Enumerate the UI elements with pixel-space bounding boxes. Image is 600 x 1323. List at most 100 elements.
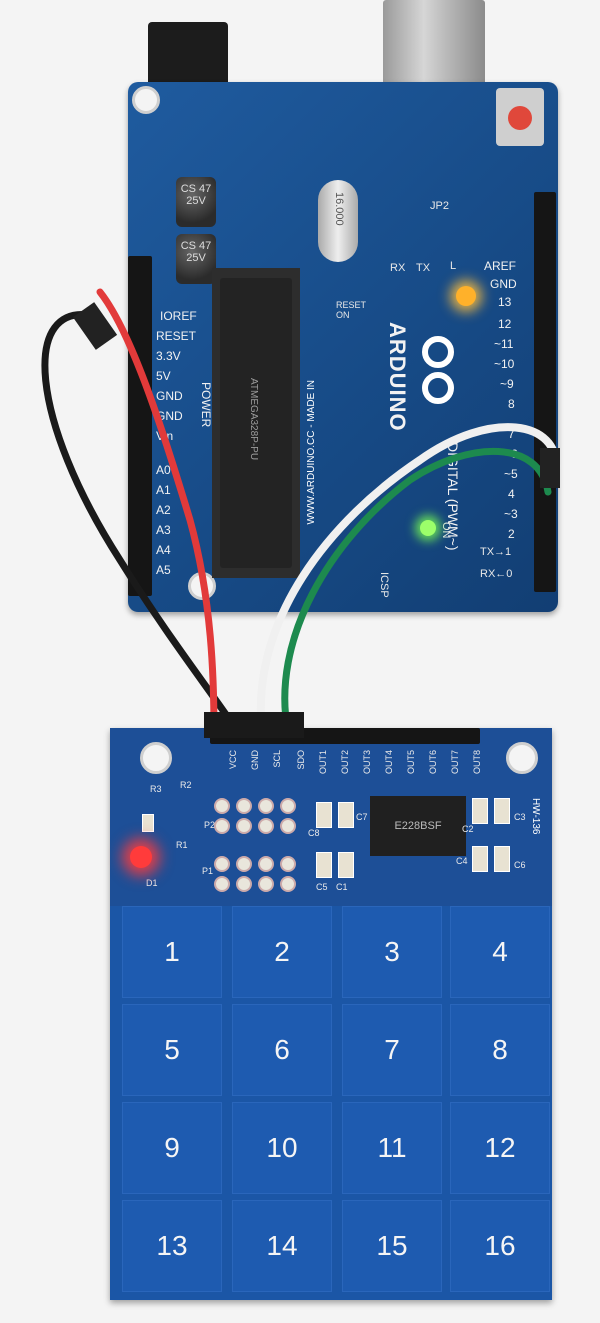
pin-label: 12 — [498, 317, 512, 331]
capacitor — [472, 798, 488, 824]
led-label: TX — [416, 262, 431, 274]
touch-key-15[interactable]: 15 — [342, 1200, 442, 1292]
wire-connector — [72, 302, 118, 350]
pin-label: ~11 — [494, 337, 514, 351]
pin-label: ~5 — [504, 467, 518, 481]
component-label: C4 — [456, 856, 468, 866]
capacitor — [316, 802, 332, 828]
component-label: C8 — [308, 828, 320, 838]
keypad-header — [210, 728, 480, 744]
pin-label: A3 — [156, 523, 171, 537]
chip-text: ATMEGA328P-PU — [248, 378, 259, 461]
touch-key-5[interactable]: 5 — [122, 1004, 222, 1096]
arduino-board: IOREF RESET 3.3V 5V GND GND Vin POWER A0… — [128, 82, 558, 612]
component-label: P2 — [204, 820, 216, 830]
jumper-block-p2[interactable] — [214, 798, 298, 834]
touch-key-16[interactable]: 16 — [450, 1200, 550, 1292]
touch-key-7[interactable]: 7 — [342, 1004, 442, 1096]
header-label: OUT3 — [362, 750, 372, 775]
touch-key-4[interactable]: 4 — [450, 906, 550, 998]
pin-label: AREF — [484, 259, 517, 273]
header-label: SDO — [296, 750, 306, 770]
component-label: C2 — [462, 824, 474, 834]
component-label: C5 — [316, 882, 328, 892]
jumper-block-p1[interactable] — [214, 856, 298, 892]
capacitor — [338, 802, 354, 828]
capacitor — [472, 846, 488, 872]
component-label: D1 — [146, 878, 158, 888]
component-label: R3 — [150, 784, 162, 794]
touch-key-12[interactable]: 12 — [450, 1102, 550, 1194]
pin-label: ~9 — [500, 377, 514, 391]
touch-controller-chip: E228BSF — [370, 796, 466, 856]
touch-key-14[interactable]: 14 — [232, 1200, 332, 1292]
pin-label: GND — [156, 409, 183, 423]
capacitor — [316, 852, 332, 878]
component-label: R1 — [176, 840, 188, 850]
pin-label: ~6 — [504, 447, 518, 461]
touch-key-13[interactable]: 13 — [122, 1200, 222, 1292]
touch-key-1[interactable]: 1 — [122, 906, 222, 998]
reset-button-cap[interactable] — [508, 106, 532, 130]
header-label: OUT6 — [428, 750, 438, 775]
pin-label: GND — [490, 277, 517, 291]
icsp-label: ICSP — [378, 572, 390, 598]
capacitor — [494, 798, 510, 824]
power-title: POWER — [199, 382, 213, 428]
touch-key-11[interactable]: 11 — [342, 1102, 442, 1194]
arduino-logo-icon — [422, 336, 454, 404]
header-label: OUT2 — [340, 750, 350, 775]
header-label: SCL — [272, 750, 282, 768]
component-label: C1 — [336, 882, 348, 892]
component-label: R2 — [180, 780, 192, 790]
touch-key-8[interactable]: 8 — [450, 1004, 550, 1096]
led-d1-indicator — [130, 846, 152, 868]
touch-key-10[interactable]: 10 — [232, 1102, 332, 1194]
led-label: ON — [440, 522, 452, 539]
component-label: C7 — [356, 812, 368, 822]
arduino-url-text: WWW.ARDUINO.CC - MADE IN — [306, 380, 317, 525]
pin-label: 7 — [508, 427, 515, 441]
capacitor: CS 47 25V — [176, 177, 216, 227]
header-label: OUT5 — [406, 750, 416, 775]
mounting-hole — [506, 742, 538, 774]
touch-key-3[interactable]: 3 — [342, 906, 442, 998]
pin-label: A2 — [156, 503, 171, 517]
resistor — [142, 814, 154, 832]
pin-label: RX←0 — [480, 568, 513, 580]
mounting-hole — [132, 86, 160, 114]
led-l-indicator — [456, 286, 476, 306]
pin-label: A1 — [156, 483, 171, 497]
pin-label: A0 — [156, 463, 171, 477]
mounting-hole — [140, 742, 172, 774]
led-on-indicator — [420, 520, 436, 536]
component-label: C6 — [514, 860, 526, 870]
touch-key-9[interactable]: 9 — [122, 1102, 222, 1194]
power-header — [128, 256, 152, 596]
atmega-chip: ATMEGA328P-PU — [220, 278, 292, 568]
pin-label: 2 — [508, 527, 515, 541]
component-label: P1 — [202, 866, 214, 876]
pin-label: 5V — [156, 369, 171, 383]
pin-label: A4 — [156, 543, 171, 557]
component-label: C3 — [514, 812, 526, 822]
touch-key-6[interactable]: 6 — [232, 1004, 332, 1096]
pin-label: 13 — [498, 295, 512, 309]
pin-label: ~10 — [494, 357, 515, 371]
capacitor — [494, 846, 510, 872]
pin-label: 3.3V — [156, 349, 181, 363]
touch-key-2[interactable]: 2 — [232, 906, 332, 998]
led-label: RX — [390, 262, 406, 274]
pin-label: 4 — [508, 487, 515, 501]
header-label: GND — [250, 750, 260, 770]
model-label: HW-136 — [530, 798, 541, 835]
jp-label: JP2 — [430, 200, 449, 212]
header-label: VCC — [228, 750, 238, 770]
header-label: OUT8 — [472, 750, 482, 775]
header-label: OUT4 — [384, 750, 394, 775]
pin-label: Vin — [156, 429, 174, 443]
pin-label: A5 — [156, 563, 171, 577]
pin-label: RESET — [156, 329, 197, 343]
crystal-oscillator: 16.000 — [318, 180, 358, 262]
capacitor — [338, 852, 354, 878]
